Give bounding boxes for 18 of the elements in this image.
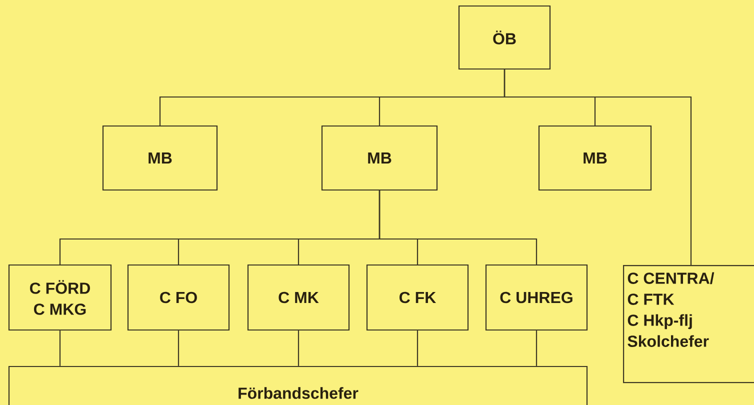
org-box: MB [538,125,652,191]
org-box: C CENTRA/ C FTK C Hkp-flj Skolchefer [623,265,754,384]
org-box: C FK [366,264,469,331]
org-box: C FÖRD C MKG [8,264,112,331]
org-box: MB [102,125,218,191]
connector-line [298,330,300,366]
connector-line [59,330,61,366]
org-box: Förbandschefer [8,366,588,405]
connector-line [178,330,180,366]
connector-line [378,190,538,264]
org-box: C UHREG [485,264,588,331]
org-box: ÖB [458,5,551,70]
org-box: C MK [247,264,350,331]
org-box: MB [321,125,438,191]
org-box: C FO [127,264,230,331]
connector-line [416,330,418,366]
connector-line [536,330,538,366]
connector-line [504,70,692,265]
